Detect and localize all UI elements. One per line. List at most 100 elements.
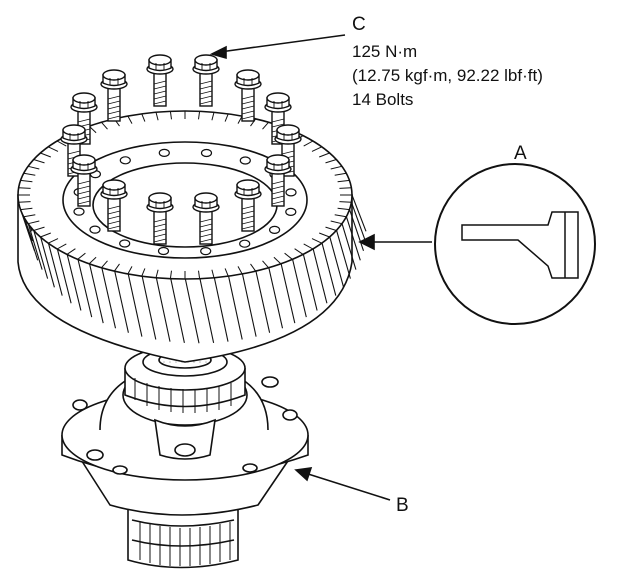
leader-b [304, 472, 391, 501]
gear-tooth [255, 269, 271, 333]
gear-tooth [66, 253, 82, 311]
gear-tooth [23, 216, 39, 261]
gear-tooth [280, 262, 296, 324]
rim-tooth [169, 111, 172, 120]
detail-circle [434, 163, 596, 325]
rim-tooth [127, 266, 133, 275]
rim-tooth [20, 207, 33, 211]
gear-tooth [312, 247, 328, 304]
rim-tooth [311, 146, 323, 152]
gear-tooth [56, 247, 72, 304]
rim-tooth [198, 111, 201, 120]
flange-bolt-icon [100, 69, 128, 122]
rim-tooth [23, 172, 36, 176]
gear-tooth [100, 266, 117, 329]
rim-tooth [169, 270, 172, 279]
rim-tooth [77, 252, 86, 260]
rim-tooth [47, 238, 59, 244]
rim-tooth [284, 252, 293, 260]
ring-bolt-hole [157, 246, 170, 256]
rim-tooth [211, 112, 215, 121]
gear-tooth [267, 266, 284, 329]
label-b: B [396, 495, 409, 516]
arrowhead-c [209, 45, 227, 60]
gear-tooth [341, 223, 357, 270]
rim-tooth [18, 201, 31, 203]
flange-bolt-icon [60, 124, 88, 177]
flange-bolts [60, 54, 302, 245]
flange-bolt-icon [70, 92, 98, 145]
ring-bolt-hole [285, 188, 297, 197]
rim-tooth [20, 179, 33, 183]
rim-tooth [334, 214, 347, 218]
gear-tooth [141, 274, 157, 340]
rim-tooth [337, 207, 350, 211]
arrowhead-a [358, 233, 375, 251]
ring-bolt-hole [89, 225, 101, 234]
differential-carrier [61, 345, 309, 569]
rim-tooth [325, 159, 337, 164]
rim-tooth [303, 243, 314, 250]
rim-tooth [40, 232, 51, 238]
gear-tooth [169, 276, 185, 344]
leader-lines [209, 34, 432, 501]
rim-tooth [141, 113, 146, 122]
rim-tooth [334, 172, 347, 176]
rim-tooth [262, 121, 269, 130]
gear-tooth [335, 229, 351, 279]
ring-bolt-hole [239, 156, 251, 165]
flange-bolt-icon [234, 179, 262, 232]
gear-tooth [27, 223, 43, 270]
rim-tooth [311, 238, 323, 244]
gear-tooth [213, 275, 229, 342]
flange-bolt-icon [146, 54, 174, 107]
arrowhead-b [294, 467, 313, 482]
gear-tooth [227, 274, 243, 340]
rim-tooth [303, 140, 314, 147]
rim-tooth [330, 220, 343, 225]
gear-tooth [77, 257, 93, 318]
rim-tooth [33, 159, 45, 164]
rim-tooth [250, 118, 257, 127]
flange-bolt-icon [264, 92, 292, 145]
flange-bolt-icon [234, 69, 262, 122]
rim-tooth [141, 268, 146, 277]
rim-tooth [262, 260, 269, 269]
gear-tooth [302, 253, 318, 311]
rim-tooth [224, 113, 229, 122]
ring-bolt-hole [200, 148, 213, 158]
rim-tooth [330, 165, 343, 170]
ring-bolt-hole [200, 247, 212, 256]
gear-tooth [33, 229, 49, 279]
ring-bolt-hole [158, 148, 170, 157]
rim-tooth [56, 243, 67, 250]
gear-tooth [155, 275, 171, 342]
rim-tooth [88, 256, 97, 265]
torque-conversions: (12.75 kgf·m, 92.22 lbf·ft) [352, 66, 543, 85]
flange-bolt-icon [146, 192, 174, 245]
gear-tooth [47, 242, 63, 296]
label-c: C [352, 14, 366, 35]
ring-bolt-hole [119, 239, 131, 248]
rim-tooth [101, 121, 108, 130]
rim-tooth [127, 115, 133, 124]
rim-tooth [27, 165, 40, 170]
rim-tooth [56, 140, 67, 147]
rim-tooth [40, 152, 51, 158]
rim-tooth [211, 269, 215, 278]
ring-bolt-hole [119, 156, 131, 165]
rim-tooth [66, 248, 76, 255]
rim-tooth [339, 201, 352, 203]
ring-bolt-hole [239, 239, 251, 248]
gear-tooth [127, 272, 143, 337]
rim-tooth [319, 152, 330, 158]
gear-tooth [329, 236, 345, 288]
rim-tooth [237, 266, 243, 275]
rim-tooth [113, 263, 120, 272]
detail-view [434, 163, 596, 325]
rim-tooth [224, 268, 229, 277]
leader-c [219, 34, 346, 53]
flange-bolt-icon [192, 54, 220, 107]
gear-tooth [113, 269, 129, 333]
gear-tooth [241, 272, 257, 337]
